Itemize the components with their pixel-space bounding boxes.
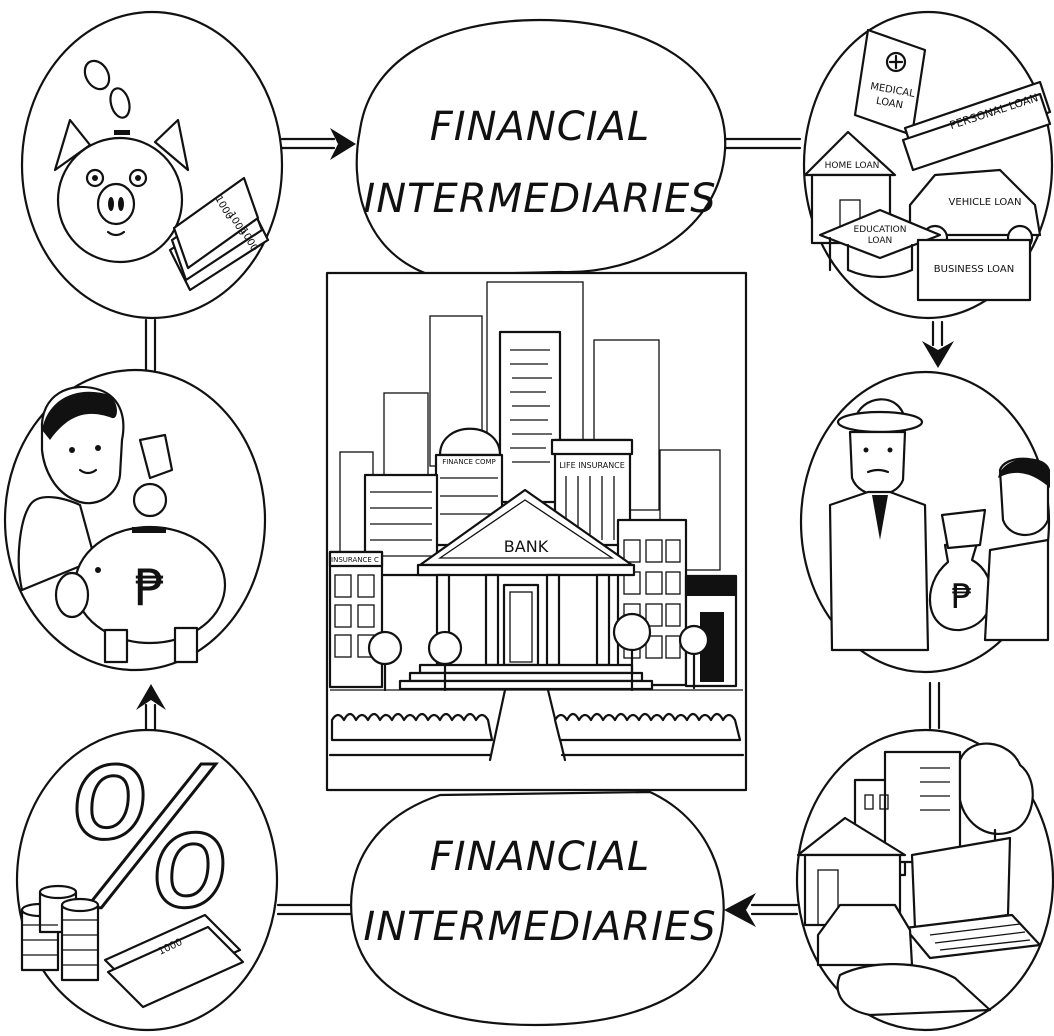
- money-bag-icon: ₱: [928, 508, 993, 632]
- bank-sign: BANK: [504, 537, 549, 556]
- peso-icon: ₱: [134, 559, 166, 617]
- coin-icon: [83, 59, 111, 91]
- bubble-top-line1: FINANCIAL: [430, 104, 650, 150]
- bubble-bottom-line2: INTERMEDIARIES: [363, 904, 716, 950]
- panel-depositor: ₱: [3, 368, 267, 672]
- panel-savings: 1000 1000 1000: [20, 10, 284, 320]
- coin-stack-icon: [20, 884, 100, 982]
- center-bank-panel: FINANCE COMP LIFE INSURANCE INSURANCE C: [325, 271, 748, 792]
- svg-text:LOAN: LOAN: [875, 96, 904, 112]
- arrow-investment-to-intermediaries: [724, 893, 799, 927]
- svg-text:EDUCATION: EDUCATION: [854, 225, 907, 235]
- man-with-hat-figure: [828, 398, 930, 652]
- sign-insurance: INSURANCE C: [331, 556, 379, 564]
- sign-finance: FINANCE COMP: [442, 458, 496, 466]
- car-icon: [816, 903, 914, 967]
- arrow-loans-to-borrower: [922, 320, 954, 368]
- piggy-bank-icon: [53, 118, 190, 264]
- boy-figure: [17, 385, 125, 592]
- svg-text:LOAN: LOAN: [868, 236, 893, 246]
- panel-loans: MEDICAL LOAN PERSONAL LOAN HOME LOAN VEH…: [802, 10, 1054, 320]
- panel-borrower: ₱: [799, 370, 1051, 674]
- peso-icon: ₱: [951, 577, 973, 617]
- sign-life-insurance: LIFE INSURANCE: [559, 461, 625, 470]
- bubble-top-line2: INTERMEDIARIES: [363, 176, 716, 222]
- coin-icon: [132, 482, 168, 518]
- svg-text:VEHICLE LOAN: VEHICLE LOAN: [949, 197, 1022, 208]
- connector-borrower-to-investment: [928, 681, 941, 730]
- young-man-figure: [983, 457, 1050, 642]
- cash-stack-icon: 1000: [103, 913, 245, 1009]
- piggy-bank-icon: ₱: [54, 525, 227, 664]
- arrow-savings-to-intermediaries: [280, 128, 356, 160]
- connector-intermediaries-to-interest: [276, 903, 352, 916]
- bubble-top: FINANCIAL INTERMEDIARIES: [355, 18, 727, 277]
- coin-icon: [109, 87, 131, 119]
- tree-icon: [958, 742, 1034, 835]
- panel-interest: % 1000: [15, 728, 279, 1032]
- connector-depositor-to-savings: [144, 318, 157, 372]
- tree-icon: [367, 612, 710, 692]
- percent-icon: %: [60, 729, 241, 950]
- svg-text:HOME LOAN: HOME LOAN: [825, 161, 880, 171]
- bubble-bottom: FINANCIAL INTERMEDIARIES: [350, 790, 725, 1027]
- svg-text:BUSINESS LOAN: BUSINESS LOAN: [934, 264, 1014, 275]
- laptop-icon: [903, 836, 1042, 960]
- panel-investment: [795, 728, 1054, 1032]
- connector-intermediaries-to-loans: [720, 137, 802, 150]
- cash-stack-icon: 1000 1000 1000: [168, 176, 270, 292]
- bubble-bottom-line1: FINANCIAL: [430, 834, 650, 880]
